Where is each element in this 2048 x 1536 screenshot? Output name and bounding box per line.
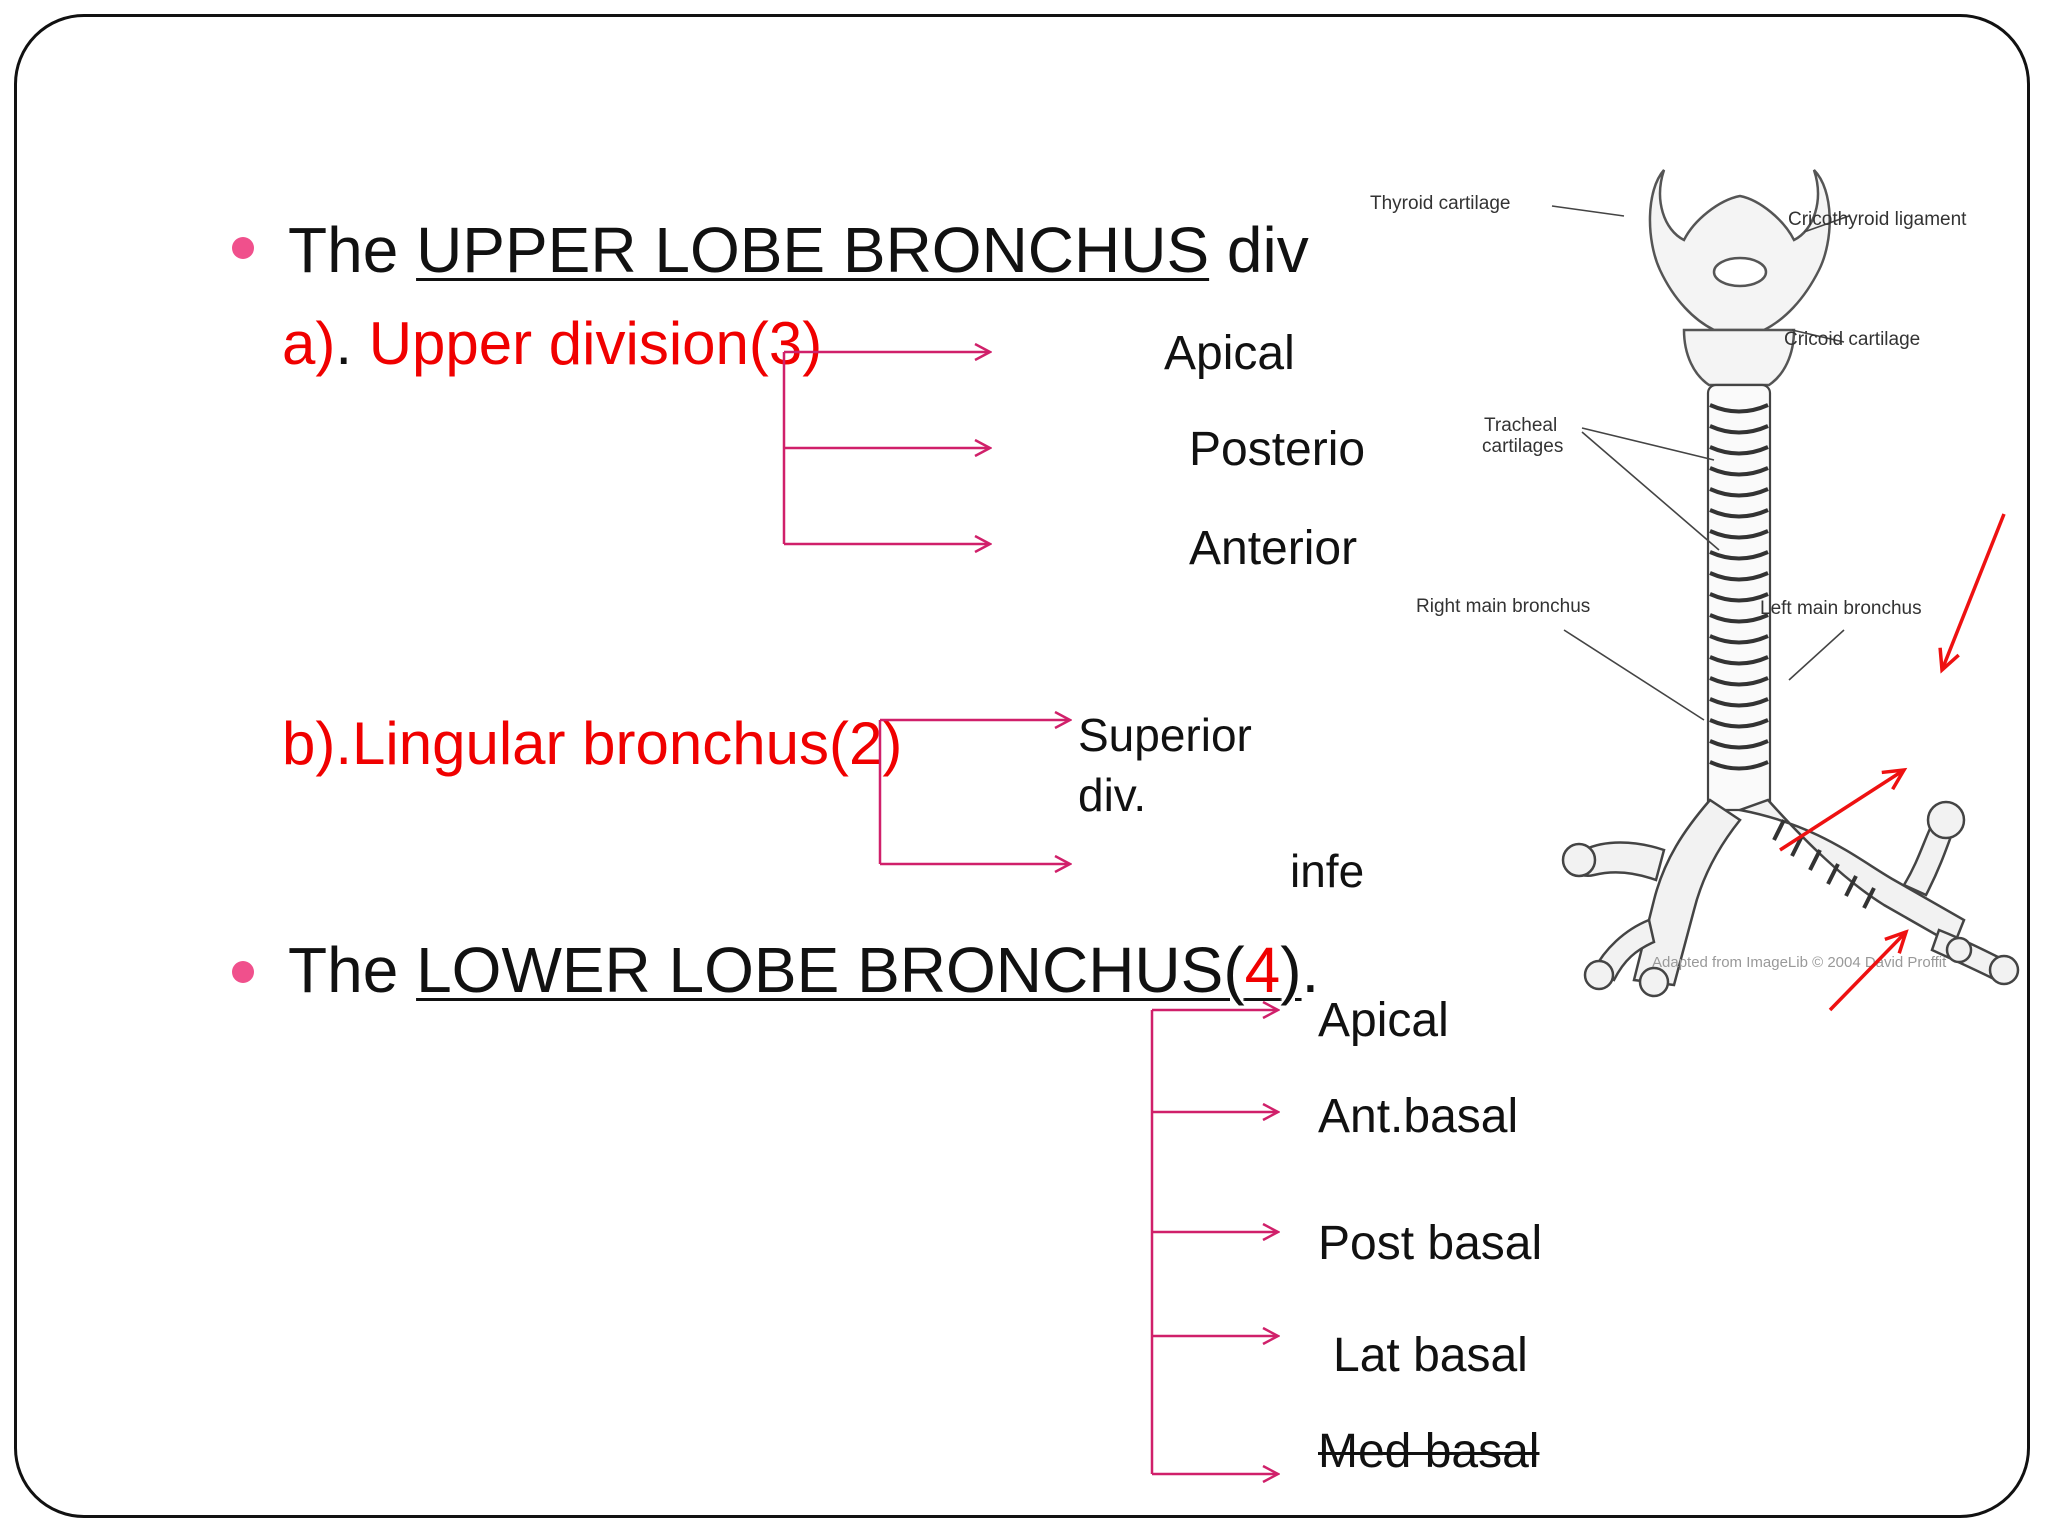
airway-figure: Thyroid cartilage Cricothyroid ligament … [1364,160,2020,1000]
label-left-main-bronchus: Left main bronchus [1760,598,1922,619]
thyroid-cartilage-shape [1648,169,1831,332]
lower-heading: The LOWER LOBE BRONCHUS(4). [288,938,1319,1002]
cricothyroid-ligament-shape [1712,256,1768,288]
cricoid-cartilage-shape [1682,328,1796,387]
bullet-lower [232,961,254,983]
lower-prefix: The [288,934,417,1006]
upper-division-label: Upper division(3) [352,310,823,377]
upper-division-letter: a) [282,310,336,377]
upper-item-anterior: Anterior [1189,525,1358,573]
upper-item-posterior: Posterio [1189,426,1364,474]
lingular-inferior: infe [1290,848,1364,894]
label-thyroid-cartilage: Thyroid cartilage [1370,193,1511,214]
lower-item-lat-basal: Lat basal [1333,1329,1528,1382]
tracheal-rings [1709,403,1769,771]
label-right-main-bronchus: Right main bronchus [1416,596,1591,617]
lingular-heading: b).Lingular bronchus(2) [282,710,903,777]
lower-close: ) [1280,934,1302,1006]
label-cricoid-cartilage: Cricoid cartilage [1784,329,1921,350]
lingular-superior-line2: div. [1078,769,1147,821]
lower-title: LOWER LOBE BRONCHUS(4) [416,934,1301,1006]
upper-prefix: The [288,218,417,282]
lower-count: 4 [1244,934,1281,1006]
left-main-bronchus [1735,798,2020,986]
figure-credit: Adapted from ImageLib © 2004 David Proff… [1652,954,1947,971]
bullet-upper [232,237,254,259]
lower-suffix: . [1301,934,1320,1006]
upper-division-heading: a). Upper division(3) [282,314,822,374]
label-tracheal-line1: Tracheal [1484,415,1558,436]
upper-item-apical: Apical [1164,327,1295,380]
lower-item-med-basal: Med basal [1318,1425,1540,1478]
lower-item-post-basal: Post basal [1318,1217,1543,1270]
airway-diagram [1551,169,2020,998]
upper-division-dot: . [335,310,353,377]
right-main-bronchus [1561,798,1742,998]
label-tracheal-line2: cartilages [1482,436,1564,457]
upper-suffix: div [1209,218,1309,282]
upper-title: UPPER LOBE BRONCHUS [416,218,1210,282]
label-leader-lines [1551,205,1850,721]
lingular-superior-line1: Superior [1078,709,1252,761]
label-cricothyroid-ligament: Cricothyroid ligament [1788,209,1967,230]
upper-heading: The UPPER LOBE BRONCHUS div [288,218,1364,282]
lower-item-apical: Apical [1318,994,1449,1047]
lower-item-ant-basal: Ant.basal [1318,1090,1519,1143]
lower-title-text: LOWER LOBE BRONCHUS( [416,934,1245,1006]
